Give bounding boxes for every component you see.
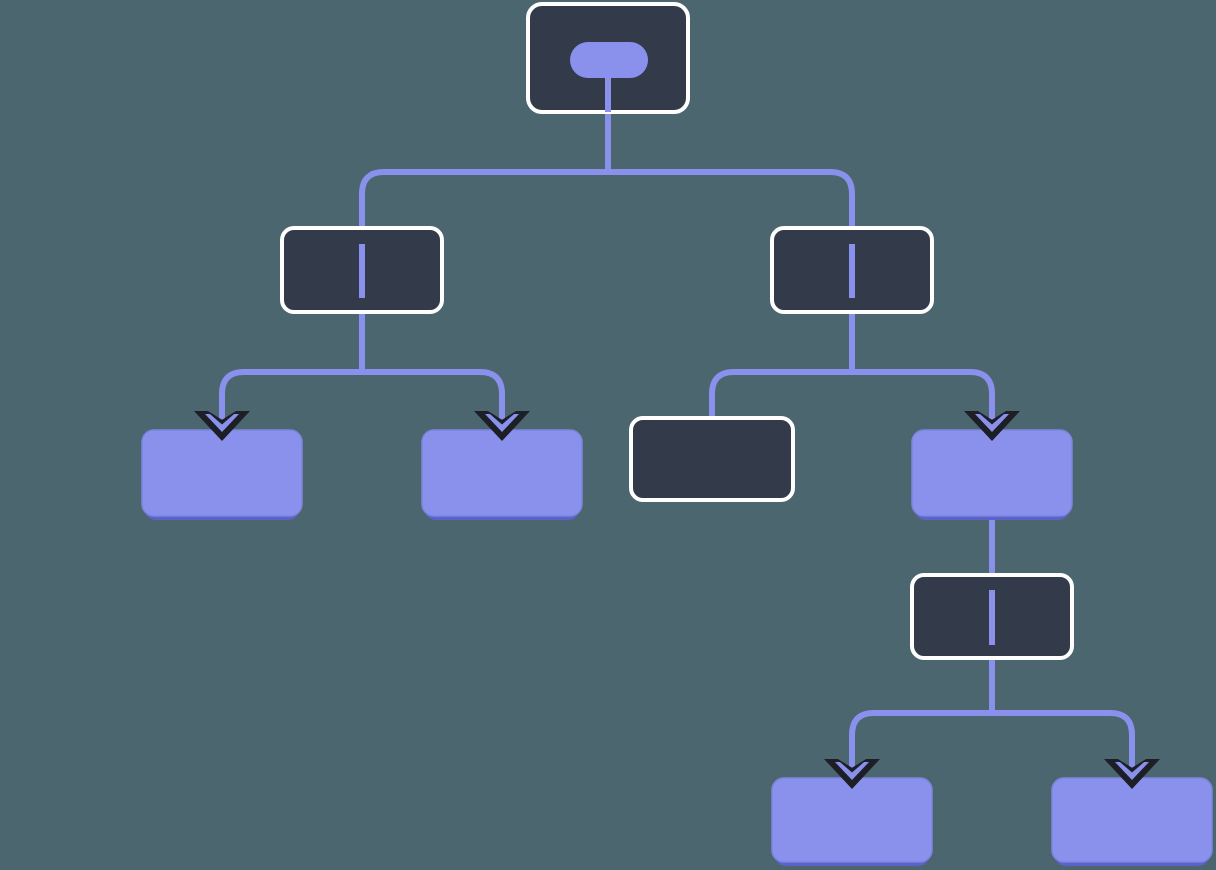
- edge-level3-to-leaf-e-arrowhead: [824, 759, 880, 789]
- arrowhead-purple-chevron-icon: [1115, 762, 1149, 780]
- arrowheads-layer: [194, 411, 1160, 789]
- branch-node-d-body[interactable]: [911, 429, 1073, 517]
- branch-node-d[interactable]: [911, 429, 1073, 520]
- leaf-node-b[interactable]: [421, 429, 583, 520]
- edge-level1-left-to-leaf-b[interactable]: [359, 312, 505, 440]
- arrowhead-purple-chevron-icon: [485, 414, 519, 432]
- arrowhead-purple-chevron-icon: [835, 762, 869, 780]
- edge-level3-to-leaf-f[interactable]: [989, 658, 1135, 788]
- edge-level1-left-to-leaf-a-arrowhead: [194, 411, 250, 441]
- leaf-node-b-body[interactable]: [421, 429, 583, 517]
- edge-level1-right-to-branch-d[interactable]: [849, 312, 995, 440]
- edge-level3-to-leaf-f-arrowhead: [1104, 759, 1160, 789]
- leaf-node-a-body[interactable]: [141, 429, 303, 517]
- level1-left-node[interactable]: [280, 226, 444, 314]
- edges-layer: [219, 112, 1135, 788]
- level3-dark-node[interactable]: [910, 573, 1074, 660]
- leaf-node-e[interactable]: [771, 777, 933, 866]
- arrowhead-purple-chevron-icon: [975, 414, 1009, 432]
- leaf-node-f-body[interactable]: [1051, 777, 1213, 863]
- leaf-node-e-body[interactable]: [771, 777, 933, 863]
- edge-level1-left-to-leaf-a[interactable]: [219, 312, 365, 440]
- level1-right-node[interactable]: [770, 226, 934, 314]
- root-node[interactable]: [526, 2, 690, 114]
- edge-level1-left-to-leaf-b-arrowhead: [474, 411, 530, 441]
- arrowhead-purple-chevron-icon: [205, 414, 239, 432]
- dark-leaf-node-c[interactable]: [629, 416, 795, 502]
- edge-level3-to-leaf-e[interactable]: [849, 658, 995, 788]
- edge-level1-right-to-branch-d-arrowhead: [964, 411, 1020, 441]
- leaf-node-a[interactable]: [141, 429, 303, 520]
- edge-root-to-level1-right[interactable]: [605, 112, 855, 312]
- dark-leaf-node-c-body[interactable]: [629, 416, 795, 502]
- edge-level1-right-to-dark-leaf-c[interactable]: [709, 312, 855, 420]
- leaf-node-f[interactable]: [1051, 777, 1213, 866]
- nodes-layer: [141, 2, 1213, 866]
